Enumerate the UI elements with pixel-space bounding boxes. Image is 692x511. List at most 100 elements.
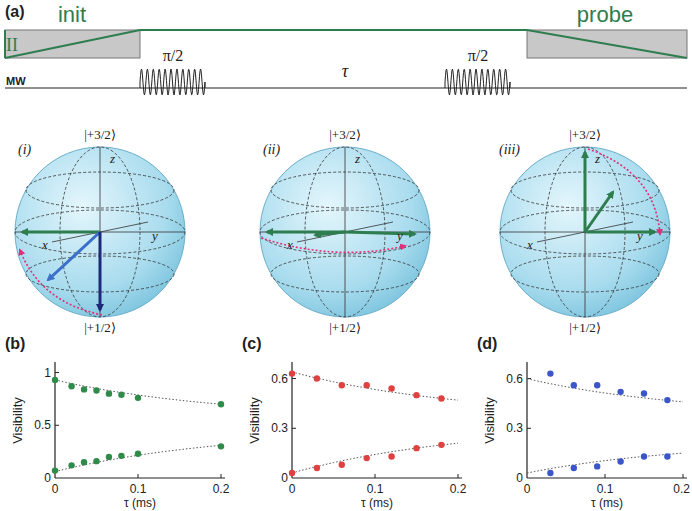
y-axis bbox=[291, 362, 292, 478]
rotation-path bbox=[20, 250, 102, 315]
axis-label: 0.5 bbox=[34, 419, 51, 431]
y-axis bbox=[500, 232, 670, 233]
data-point bbox=[641, 453, 647, 459]
data-point bbox=[413, 445, 419, 451]
circle-shape bbox=[260, 147, 430, 317]
data-point bbox=[594, 382, 600, 388]
data-point bbox=[314, 465, 320, 471]
data-point bbox=[664, 453, 670, 459]
data-point bbox=[641, 390, 647, 396]
axis-label: 0 bbox=[52, 483, 59, 495]
data-point bbox=[118, 391, 124, 397]
z-axis bbox=[100, 147, 101, 317]
data-point bbox=[438, 395, 444, 401]
data-point bbox=[413, 392, 419, 398]
spin-vector bbox=[99, 232, 102, 310]
axis-label: 0.3 bbox=[506, 422, 523, 434]
axis-label: τ (ms) bbox=[591, 497, 623, 509]
data-point bbox=[339, 382, 345, 388]
axis-label: 0 bbox=[281, 472, 288, 484]
pulse-label: π/2 bbox=[163, 48, 184, 64]
spin-vector bbox=[48, 232, 100, 280]
tick bbox=[55, 372, 59, 373]
axis-label: 0.2 bbox=[673, 483, 690, 495]
axis-label: 0 bbox=[516, 472, 523, 484]
circle-shape bbox=[500, 147, 670, 317]
data-point bbox=[68, 462, 74, 468]
mw-pulse bbox=[140, 69, 205, 95]
data-point bbox=[364, 382, 370, 388]
data-point bbox=[106, 454, 112, 460]
axis-label: y bbox=[152, 229, 158, 242]
spin-vector bbox=[585, 231, 655, 234]
panel-label: (c) bbox=[242, 336, 262, 352]
axis-label: 0.6 bbox=[271, 373, 288, 385]
axis-label: |+1/2⟩ bbox=[84, 321, 116, 334]
data-point bbox=[664, 397, 670, 403]
axis-label: x bbox=[42, 238, 48, 251]
data-point bbox=[118, 453, 124, 459]
pulse-label: π/2 bbox=[468, 48, 489, 64]
y-axis bbox=[526, 362, 527, 478]
data-point bbox=[388, 385, 394, 391]
panel-label: (iii) bbox=[499, 143, 520, 157]
axis-label: z bbox=[595, 152, 600, 165]
spin-vector bbox=[584, 152, 587, 232]
axis-label: τ (ms) bbox=[361, 497, 393, 509]
rotation-path bbox=[261, 238, 405, 252]
data-point bbox=[617, 389, 623, 395]
panel-label: (d) bbox=[477, 336, 497, 352]
circle-shape bbox=[15, 147, 185, 317]
axis-label: |+3/2⟩ bbox=[329, 128, 361, 141]
data-point bbox=[339, 462, 345, 468]
spin-vector bbox=[345, 232, 415, 234]
x-axis bbox=[527, 477, 687, 478]
tick bbox=[458, 474, 459, 478]
data-point bbox=[438, 442, 444, 448]
axis-label: 0.6 bbox=[506, 373, 523, 385]
bloch-sphere bbox=[500, 147, 670, 317]
tick bbox=[292, 378, 296, 379]
data-point bbox=[594, 463, 600, 469]
data-point bbox=[52, 377, 58, 383]
fit-curve bbox=[527, 379, 683, 402]
data-point bbox=[81, 386, 87, 392]
data-point bbox=[218, 401, 224, 407]
delay-label: τ bbox=[342, 62, 348, 80]
axis-label: 0 bbox=[44, 472, 51, 484]
panel-label: (ii) bbox=[263, 143, 280, 157]
data-point bbox=[547, 370, 553, 376]
tick bbox=[55, 425, 59, 426]
axis-label: 0.1 bbox=[130, 483, 147, 495]
axis-label: 0.1 bbox=[367, 483, 384, 495]
tick bbox=[683, 474, 684, 478]
plot bbox=[52, 362, 225, 478]
panel-label: (b) bbox=[5, 336, 25, 352]
axis-label: x bbox=[527, 238, 533, 251]
panel-label: (i) bbox=[18, 143, 31, 157]
bloch-sphere bbox=[15, 147, 185, 317]
data-point bbox=[289, 470, 295, 476]
data-point bbox=[81, 459, 87, 465]
data-point bbox=[68, 383, 74, 389]
axis-label: Visibility bbox=[248, 397, 261, 444]
x-axis bbox=[55, 477, 225, 478]
axis-label: |+3/2⟩ bbox=[569, 128, 601, 141]
spin-vector bbox=[22, 231, 100, 234]
fit-curve bbox=[55, 380, 221, 404]
data-point bbox=[106, 390, 112, 396]
axis-label: |+1/2⟩ bbox=[569, 321, 601, 334]
panel-label: (a) bbox=[5, 4, 25, 20]
axis-label: 0.2 bbox=[450, 483, 467, 495]
fit-curve bbox=[292, 372, 458, 400]
signal-name: II bbox=[6, 36, 18, 54]
data-point bbox=[617, 458, 623, 464]
axis-label: x bbox=[287, 238, 293, 251]
data-point bbox=[388, 453, 394, 459]
plot bbox=[289, 362, 462, 478]
axis-label: |+3/2⟩ bbox=[84, 128, 116, 141]
data-point bbox=[571, 382, 577, 388]
axis-label: y bbox=[637, 229, 643, 242]
axis-label: 0.3 bbox=[271, 422, 288, 434]
tick bbox=[527, 428, 531, 429]
